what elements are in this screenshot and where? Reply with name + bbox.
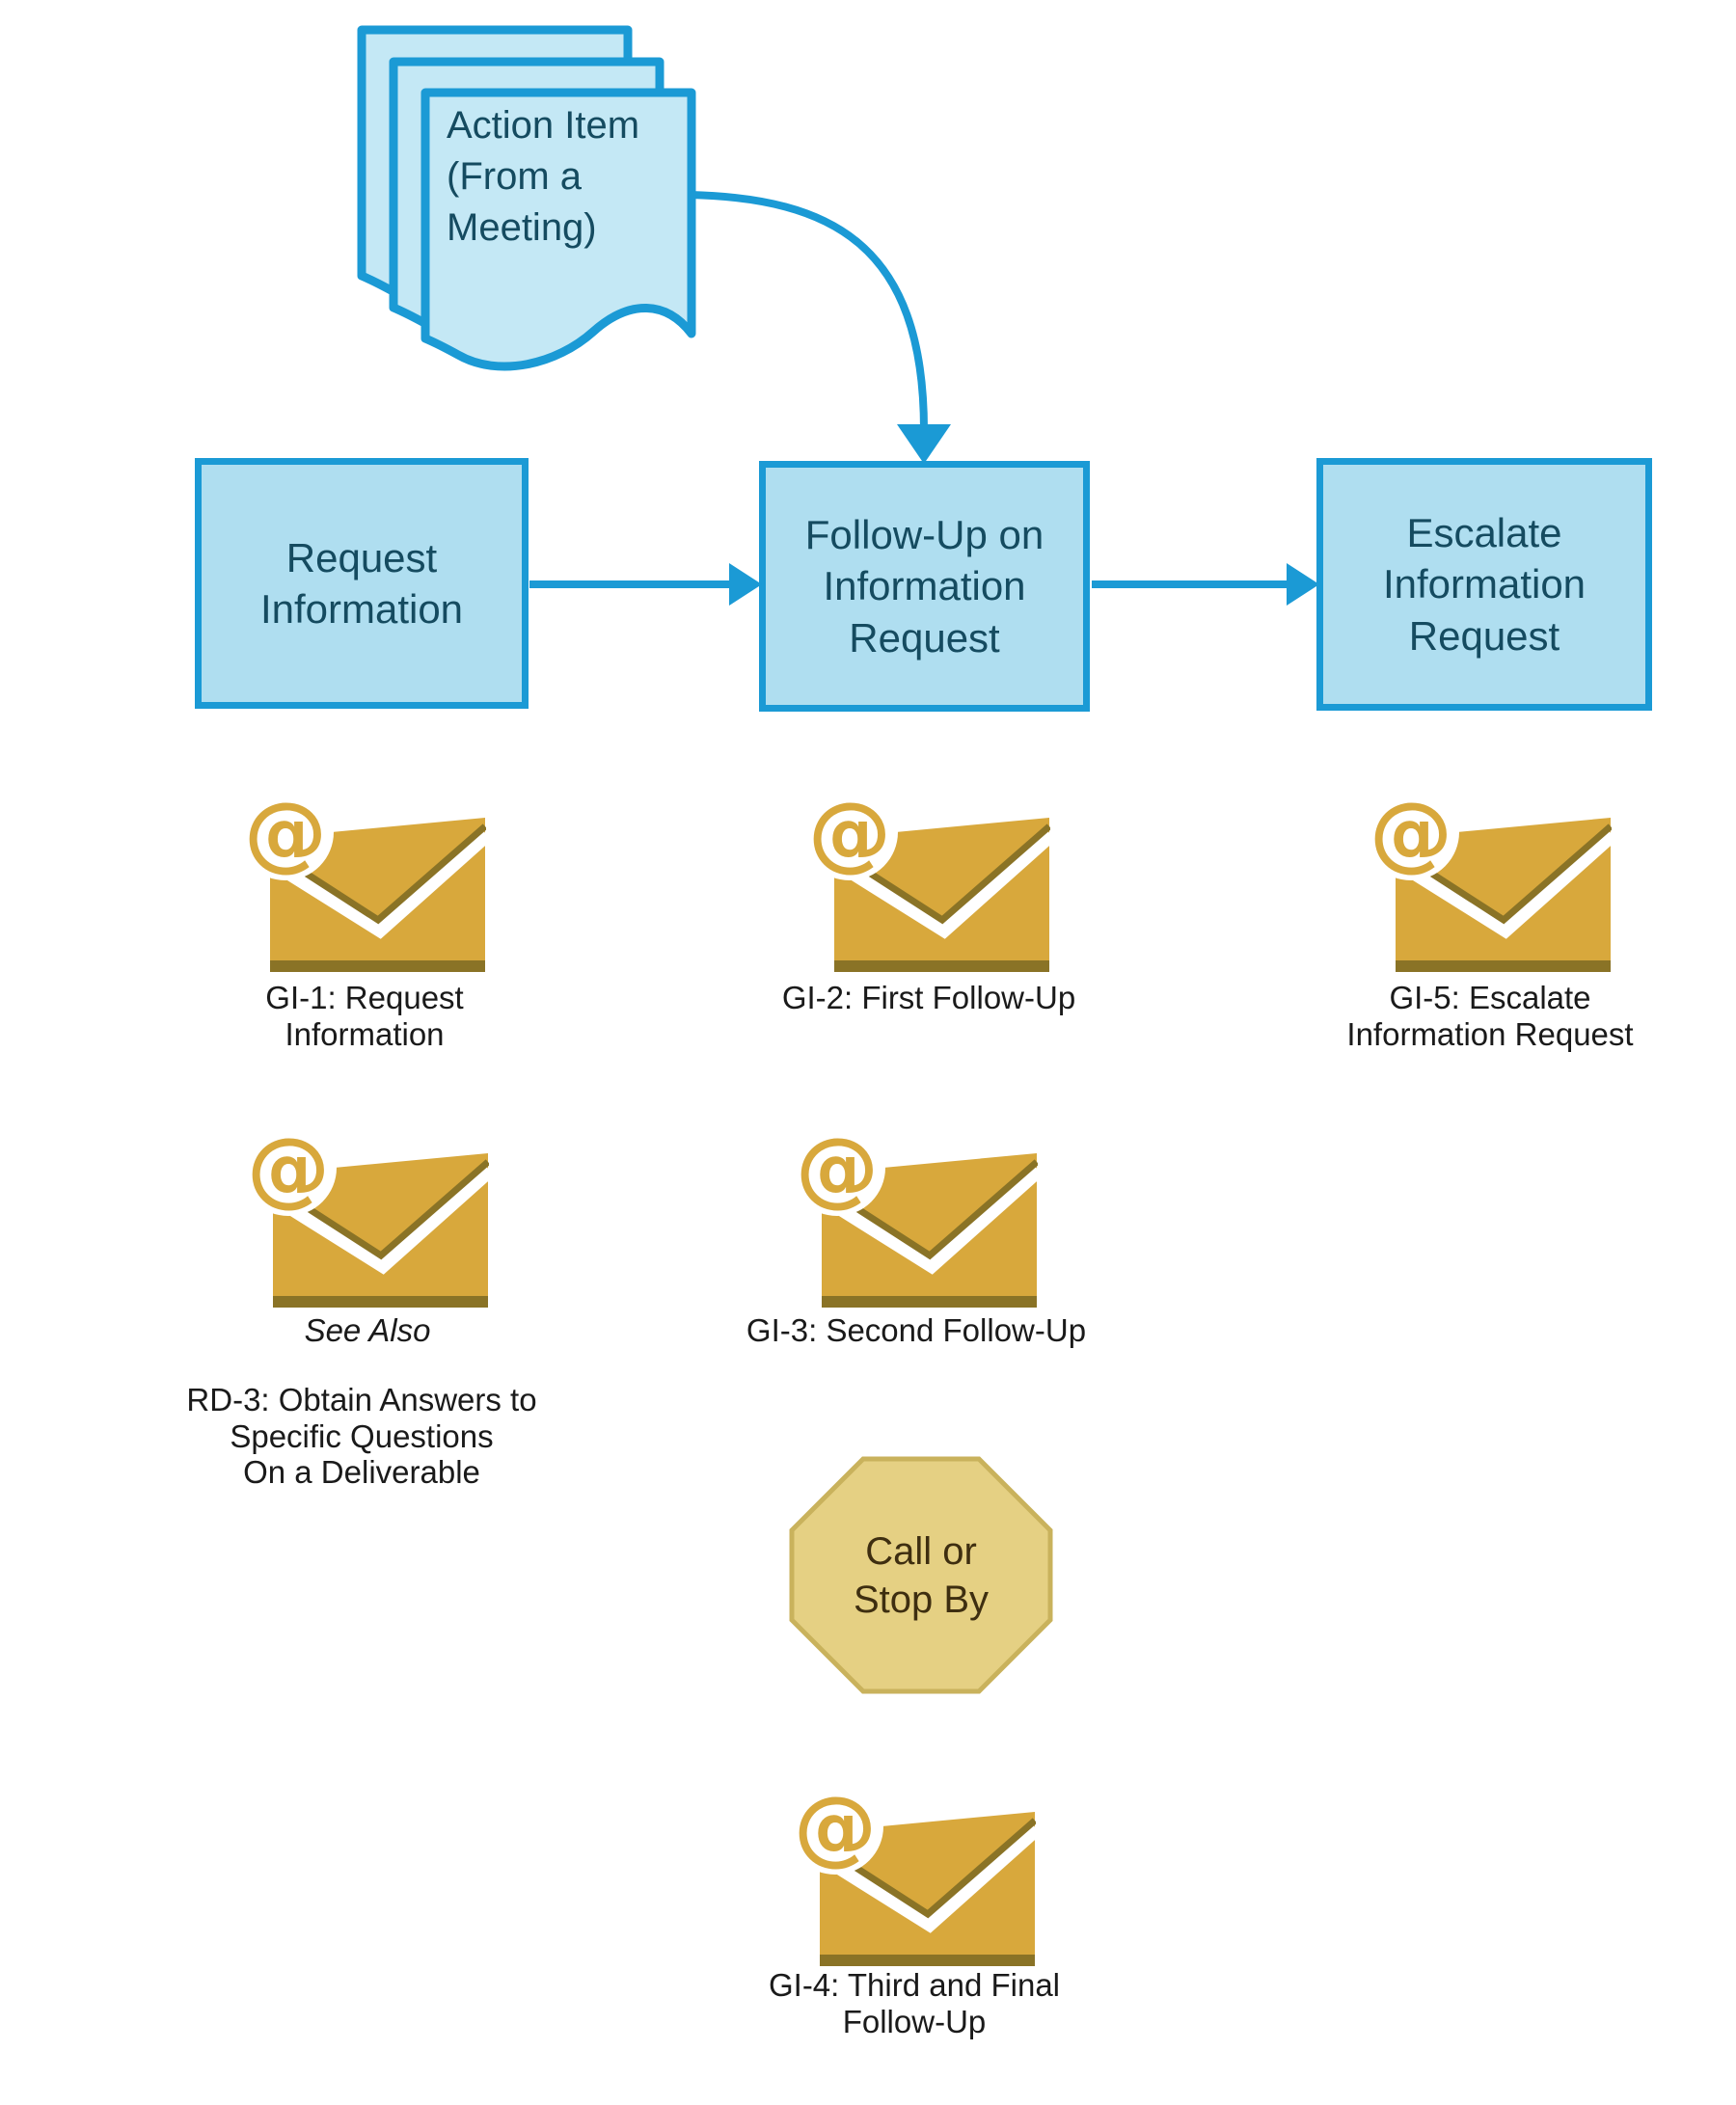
arrowhead-down [897,424,951,464]
see-also-label: See Also [304,1312,431,1348]
email-label-gi-4: GI-4: Third and Final Follow-Up [768,1967,1061,2039]
email-at-envelope-icon [243,788,486,981]
process-node-label: Escalate Information Request [1382,510,1587,659]
process-node-request-information: Request Information [195,458,529,709]
email-label-rd-3: RD-3: Obtain Answers to Specific Questio… [186,1382,537,1491]
process-node-label: Follow-Up on Information Request [804,512,1044,661]
email-at-envelope-icon [1369,788,1612,981]
document-node-action-item: Action Item (From a Meeting) [357,25,709,396]
email-at-envelope-icon [793,1782,1036,1975]
email-label-gi-5: GI-5: Escalate Information Request [1346,980,1634,1052]
document-pages-icon [357,25,696,371]
arrowhead-right-2 [1287,563,1319,606]
email-label-gi-3: GI-3: Second Follow-Up [746,1312,1087,1348]
process-node-follow-up: Follow-Up on Information Request [759,461,1090,712]
email-at-envelope-icon [807,788,1050,981]
email-node-rd-3 [246,1123,489,1321]
email-at-envelope-icon [246,1123,489,1316]
email-node-gi-4 [793,1782,1036,1980]
email-node-gi-1 [243,788,486,985]
process-node-escalate: Escalate Information Request [1316,458,1652,711]
email-node-gi-2 [807,788,1050,985]
email-label-gi-1: GI-1: Request Information [265,980,464,1052]
email-node-gi-5 [1369,788,1612,985]
stop-node-label: Call or Stop By [853,1529,990,1621]
stop-node-call-or-stop-by: Call or Stop By [789,1456,1053,1694]
document-node-label: Action Item (From a Meeting) [447,104,640,249]
arrowhead-right-1 [729,563,762,606]
email-label-gi-2: GI-2: First Follow-Up [781,980,1076,1015]
email-at-envelope-icon [795,1123,1038,1316]
email-node-gi-3 [795,1123,1038,1321]
octagon-stop-icon [789,1456,1053,1694]
arrow-actionitem-to-followup [690,191,928,431]
process-node-label: Request Information [259,534,464,632]
